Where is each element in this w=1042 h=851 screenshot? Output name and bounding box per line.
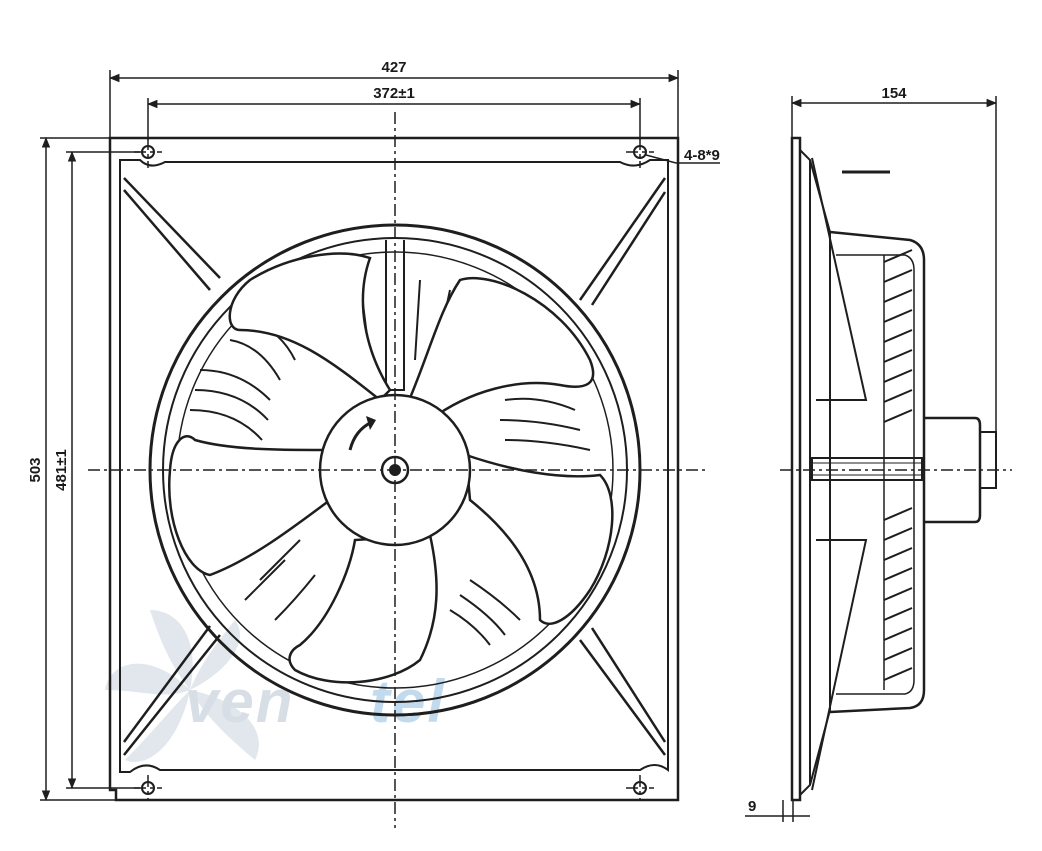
hole-spacing-label: 372±1	[373, 85, 415, 102]
fan-blade	[168, 435, 332, 577]
side-view	[780, 136, 1012, 802]
front-view-dimensions	[40, 70, 720, 802]
front-view-dimension-labels: 427 372±1 503 481±1 4-8*9	[27, 59, 720, 491]
side-view-dimension-labels: 154 9	[748, 85, 907, 815]
side-view-dimensions	[745, 96, 998, 822]
flange-thickness-label: 9	[748, 798, 756, 815]
mounting-holes-label: 4-8*9	[684, 147, 720, 164]
side-shaft	[811, 457, 923, 481]
fan-blade	[464, 453, 614, 625]
watermark-text-left: ven	[185, 668, 294, 735]
fan-blade	[228, 252, 392, 402]
corner-struts	[122, 177, 667, 756]
side-blade-section	[811, 157, 868, 791]
depth-label: 154	[881, 85, 907, 102]
overall-width-label: 427	[381, 59, 406, 76]
watermark-fan-icon	[105, 610, 259, 762]
overall-height-label: 503	[27, 457, 44, 482]
side-motor-cap	[979, 431, 997, 489]
fan-blade	[288, 533, 438, 684]
side-flange	[790, 136, 802, 802]
fan-blades	[168, 252, 614, 684]
side-guard-hatch	[883, 249, 913, 690]
hole-spacing-vertical-label: 481±1	[53, 449, 70, 491]
front-view	[88, 112, 708, 828]
frame-inner-rim	[119, 159, 669, 773]
fan-blade	[408, 276, 595, 422]
